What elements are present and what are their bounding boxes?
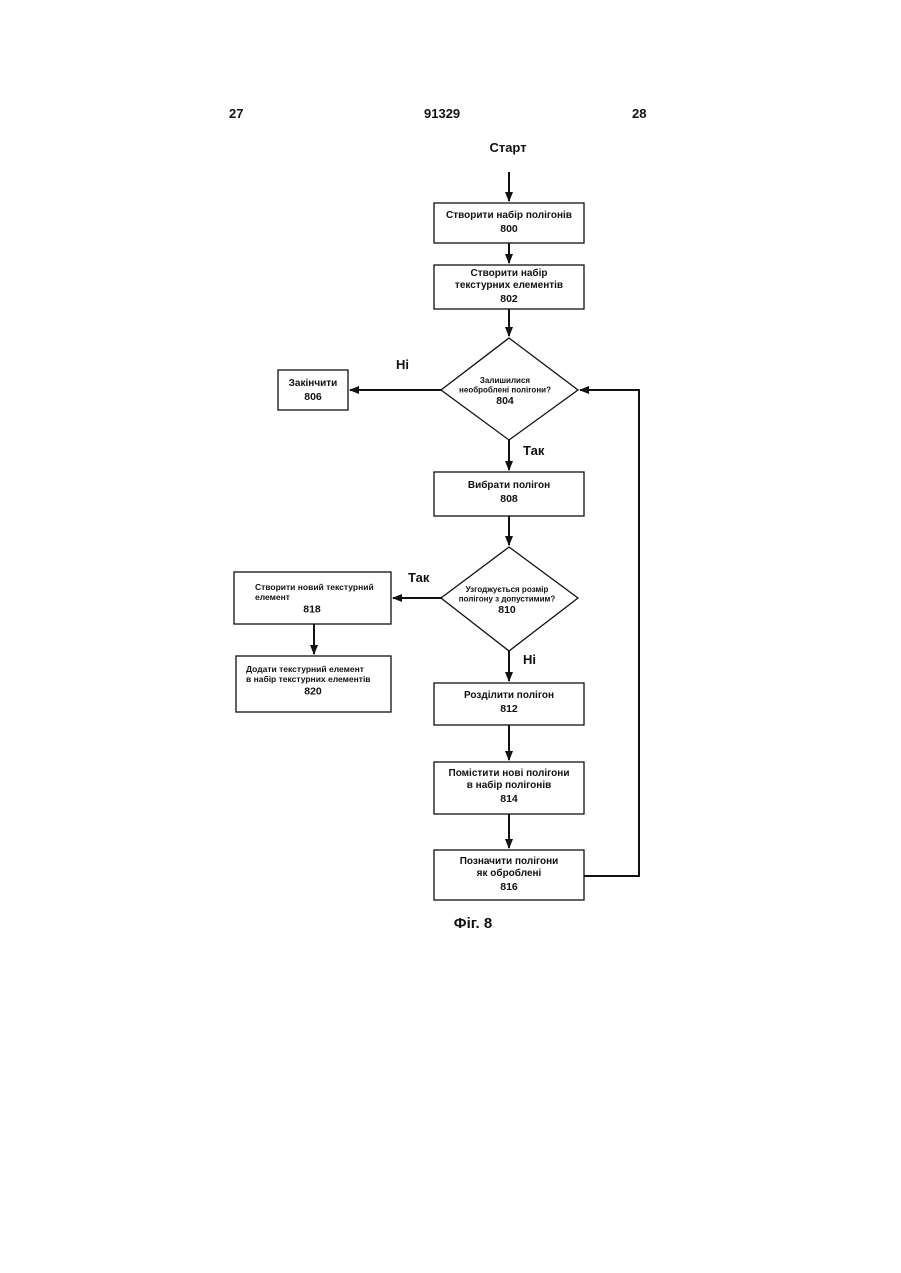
step-number: 810: [498, 604, 516, 616]
step-line: Створити набір: [471, 267, 548, 279]
step-line: полігону з допустимим?: [459, 595, 556, 604]
step-line: Закінчити: [289, 378, 338, 389]
branch-label-no-804: Ні: [396, 357, 409, 372]
step-line: Узгоджується розмір: [466, 585, 549, 594]
step-line: Вибрати полігон: [468, 479, 550, 491]
step-line: в набір текстурних елементів: [246, 674, 371, 684]
branch-label-no-810: Ні: [523, 652, 536, 667]
step-line: як оброблені: [477, 867, 542, 879]
step-number: 806: [304, 391, 322, 403]
step-line: Додати текстурний елемент: [246, 664, 364, 674]
step-number: 812: [500, 703, 518, 715]
step-number: 814: [500, 793, 518, 805]
step-line: Розділити полігон: [464, 690, 554, 701]
step-line: в набір полігонів: [467, 779, 552, 791]
start-label: Старт: [489, 140, 526, 155]
step-number: 800: [500, 223, 518, 235]
step-line: Створити новий текстурний: [255, 582, 374, 592]
loop-back-816-804: [580, 390, 639, 876]
step-line: текстурних елементів: [455, 280, 563, 291]
figure-caption: Фіг. 8: [454, 915, 492, 932]
step-line: елемент: [255, 592, 290, 602]
step-number: 802: [500, 293, 518, 305]
step-line: Залишилися: [480, 376, 530, 385]
step-line: Створити набір полігонів: [446, 209, 572, 221]
step-number: 820: [304, 685, 322, 697]
step-line: Позначити полігони: [460, 856, 559, 867]
step-line: Помістити нові полігони: [449, 768, 570, 779]
step-806-box: [278, 370, 348, 410]
step-line: необроблені полігони?: [459, 386, 551, 395]
step-number: 818: [303, 603, 321, 615]
branch-label-yes-810: Так: [408, 570, 430, 585]
step-number: 804: [496, 395, 514, 407]
branch-label-yes-804: Так: [523, 443, 545, 458]
step-number: 808: [500, 493, 518, 505]
step-number: 816: [500, 881, 518, 893]
